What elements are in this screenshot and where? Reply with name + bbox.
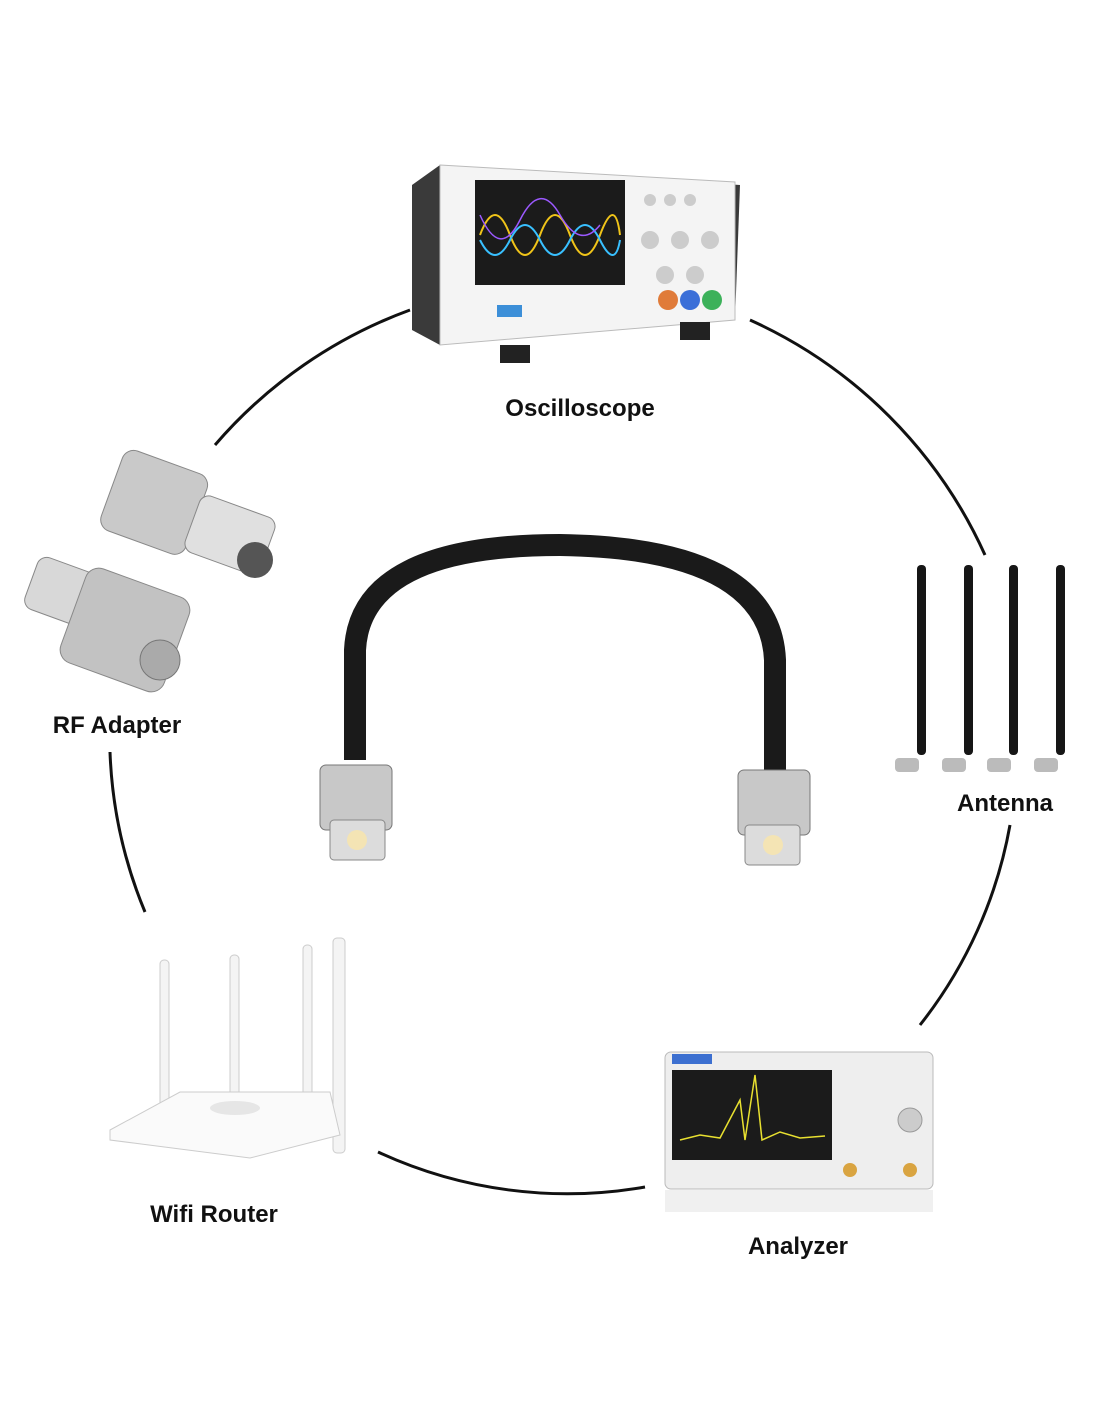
arc-antenna-analyzer xyxy=(918,824,1012,1026)
bnc-cable-image xyxy=(319,533,811,866)
arc-oscilloscope-antenna xyxy=(749,318,987,556)
arc-adapter-oscilloscope xyxy=(213,308,411,446)
rf-adapter-image xyxy=(24,449,276,693)
label-oscilloscope: Oscilloscope xyxy=(505,395,655,422)
label-rf-adapter: RF Adapter xyxy=(52,712,182,739)
oscilloscope-image xyxy=(412,164,740,363)
label-analyzer: Analyzer xyxy=(747,1233,849,1260)
label-wifi-router: Wifi Router xyxy=(150,1201,278,1228)
arc-analyzer-router xyxy=(377,1150,646,1196)
analyzer-image xyxy=(664,1051,934,1212)
antenna-image xyxy=(895,565,1065,772)
wifi-router-image xyxy=(109,937,346,1159)
label-antenna: Antenna xyxy=(957,790,1053,817)
connection-ring xyxy=(108,308,1012,1196)
arc-router-adapter xyxy=(108,751,147,913)
